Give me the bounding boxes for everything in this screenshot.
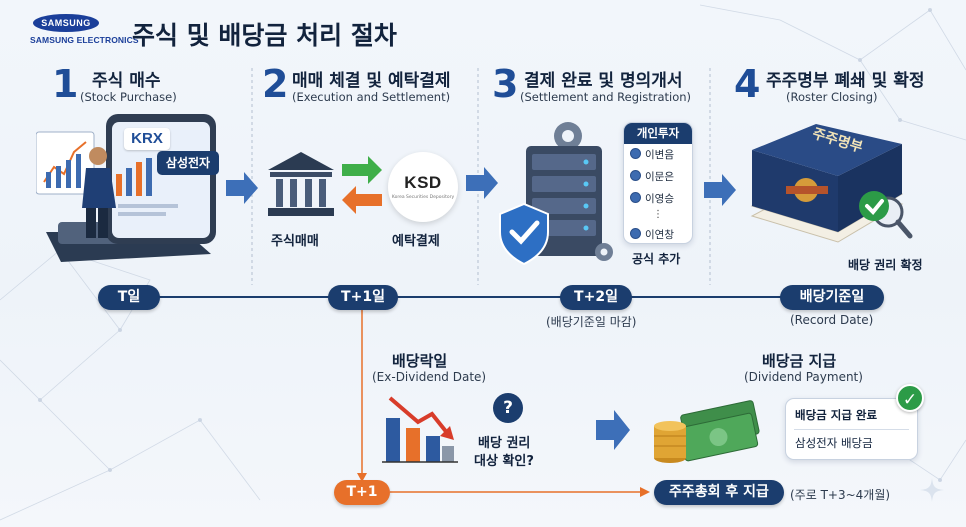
step-1-subtitle: (Stock Purchase) (80, 90, 177, 104)
dividend-right-confirmed-label: 배당 권리 확정 (848, 258, 923, 272)
page-title: 주식 및 배당금 처리 절차 (132, 21, 397, 50)
timeline-t2-note: (배당기준일 마감) (546, 315, 637, 329)
investor-row: 이영승 (624, 188, 692, 210)
server-shield-illustration (499, 122, 613, 266)
person-icon (630, 148, 641, 159)
ex-dividend-subtitle: (Ex-Dividend Date) (372, 370, 487, 384)
payment-complete-text: 배당금 지급 완료 (795, 408, 878, 422)
step-3-subtitle: (Settlement and Registration) (520, 90, 692, 104)
bank-building-icon (268, 152, 334, 216)
shareholder-roster-book-illustration (750, 124, 913, 243)
krx-label: KRX (131, 130, 163, 147)
timeline-bottom-t1: T+1 (334, 480, 390, 505)
payment-confirmation-card: 배당금 지급 완료 삼성전자 배당금 (785, 398, 918, 460)
investor-name: 이변음 (645, 149, 674, 161)
samsung-logo-mark: SAMSUNG (33, 14, 99, 32)
payment-timing-note: (주로 T+3~4개월) (790, 488, 891, 502)
falling-bar-chart-icon (382, 396, 458, 463)
step-1-title: 주식 매수 (92, 71, 161, 91)
check-icon: ✓ (896, 384, 924, 412)
ksd-logo-subtext: Korea Securities Depository (391, 195, 455, 200)
timeline-t0: T일 (98, 285, 160, 310)
step-2-subtitle: (Execution and Settlement) (292, 90, 451, 104)
person-icon (630, 228, 641, 239)
payment-company-text: 삼성전자 배당금 (795, 436, 873, 450)
dividend-payment-title: 배당금 지급 (762, 352, 837, 370)
investor-name: 이연창 (645, 229, 674, 241)
card-divider (794, 429, 909, 430)
step-4-number: 4 (734, 62, 761, 106)
timeline-record-date: 배당기준일 (780, 285, 884, 310)
investor-name: 이문은 (645, 171, 674, 183)
investor-row: 이문은 (624, 166, 692, 188)
cash-and-coins-icon (654, 400, 760, 463)
timeline-t2: T+2일 (560, 285, 632, 310)
investor-more-dots: ⋮ (653, 209, 663, 220)
step-3-title: 결제 완료 및 명의개서 (524, 71, 683, 91)
timeline-t1: T+1일 (328, 285, 398, 310)
person-icon (630, 192, 641, 203)
exchange-arrows-icon (342, 156, 382, 214)
trade-label: 주식매매 (271, 234, 319, 249)
arrow-step1-to-step2 (226, 172, 258, 204)
arrow-exdiv-to-payment (596, 410, 630, 450)
investor-row: 이연창 (624, 224, 692, 246)
investor-row: 이변음 (624, 144, 692, 166)
samsung-logo-subtext: SAMSUNG ELECTRONICS (30, 35, 139, 45)
ex-dividend-title: 배당락일 (392, 352, 448, 370)
timeline-record-date-sub: (Record Date) (790, 313, 874, 327)
question-icon: ? (493, 393, 523, 423)
step-3-number: 3 (492, 62, 519, 106)
step-4-subtitle: (Roster Closing) (786, 90, 878, 104)
person-icon (630, 170, 641, 181)
investor-list-title: 개인투자 (624, 123, 692, 144)
investor-name: 이영승 (645, 193, 674, 205)
eligibility-check-line2: 대상 확인? (474, 454, 534, 469)
stock-tag: 삼성전자 (157, 151, 219, 175)
investor-list-card: 개인투자 이변음 이문은 이영승 ⋮ 이연창 (623, 122, 693, 244)
step-2-title: 매매 체결 및 예탁결제 (292, 71, 451, 91)
settlement-label: 예탁결제 (392, 234, 440, 249)
arrow-step2-to-step3 (466, 167, 498, 199)
step-1-number: 1 (52, 62, 79, 106)
after-shareholder-meeting-pill: 주주총회 후 지급 (654, 480, 784, 505)
samsung-logo: SAMSUNG SAMSUNG ELECTRONICS (30, 14, 139, 45)
ksd-logo: KSD Korea Securities Depository (388, 152, 458, 222)
dividend-payment-subtitle: (Dividend Payment) (744, 370, 863, 384)
step-4-title: 주주명부 폐쇄 및 확정 (766, 71, 925, 91)
step-2-number: 2 (262, 62, 289, 106)
krx-badge: KRX (124, 128, 170, 150)
ksd-logo-text: KSD (404, 173, 442, 192)
eligibility-check-line1: 배당 권리 (478, 436, 531, 451)
stock-tag-label: 삼성전자 (165, 156, 211, 170)
arrow-step3-to-step4 (704, 174, 736, 206)
official-add-label: 공식 추가 (632, 252, 681, 266)
sparkle-icon (920, 478, 944, 502)
